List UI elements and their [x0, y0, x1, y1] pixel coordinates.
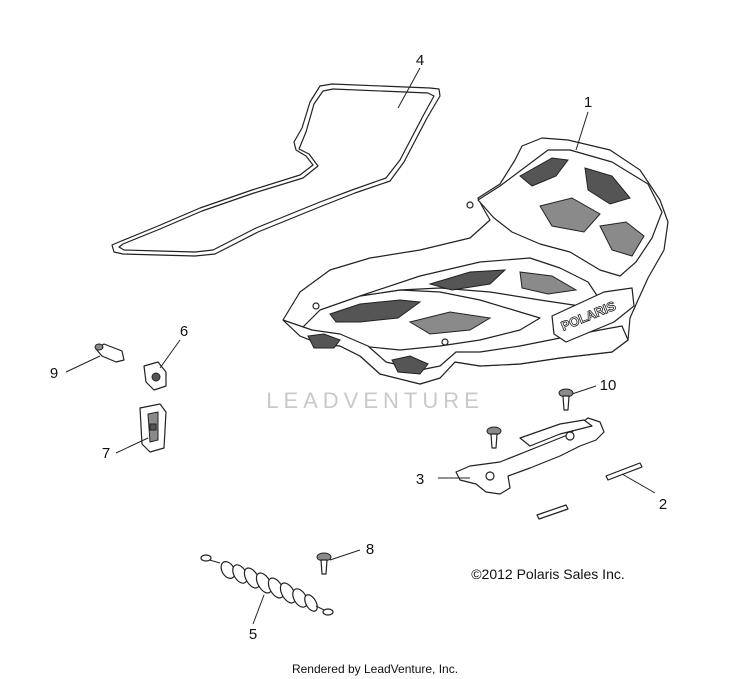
part-8-screw[interactable]	[316, 552, 332, 575]
callout-3: 3	[416, 471, 424, 488]
part-9-rivet[interactable]	[94, 343, 125, 363]
callout-4: 4	[416, 52, 424, 69]
part-1-front-rack[interactable]: POLARIS	[282, 137, 669, 385]
part-10-screw-b[interactable]	[486, 426, 502, 449]
rendered-by-text: Rendered by LeadVenture, Inc.	[292, 662, 458, 676]
part-2-pin[interactable]	[605, 462, 643, 481]
copyright-text: ©2012 Polaris Sales Inc.	[471, 566, 625, 582]
part-3-bracket[interactable]	[455, 417, 605, 495]
callout-2: 2	[659, 496, 667, 513]
callout-1: 1	[584, 94, 592, 111]
part-2-pin-b[interactable]	[536, 504, 569, 520]
part-7-latch[interactable]	[139, 403, 167, 453]
callout-6: 6	[180, 323, 188, 340]
leader-lines	[65, 67, 656, 625]
callout-9: 9	[50, 365, 58, 382]
callout-7: 7	[102, 445, 110, 462]
part-4-seal[interactable]	[111, 83, 441, 257]
part-10-screw[interactable]	[558, 388, 574, 411]
callout-5: 5	[249, 626, 257, 643]
part-5-spring[interactable]	[200, 554, 334, 616]
callout-10: 10	[600, 377, 617, 394]
watermark: LEADVENTURE	[266, 388, 484, 413]
part-6-clip[interactable]	[143, 361, 167, 391]
callout-8: 8	[366, 541, 374, 558]
